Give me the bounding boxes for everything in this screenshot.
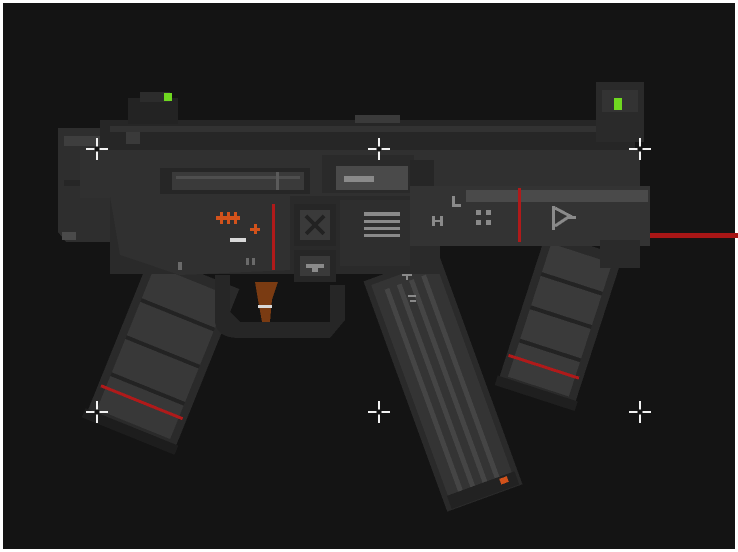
magwell-plate: [340, 200, 410, 266]
rear-sight: [126, 92, 178, 144]
reticle-bottom-center-icon: [368, 401, 390, 423]
reticle-top-right-icon: [629, 138, 651, 160]
front-sight-green-dot: [614, 98, 622, 110]
foregrip-red-stripe: [508, 353, 580, 380]
handguard-red-line: [518, 188, 521, 242]
receiver-red-line: [272, 204, 275, 270]
frame-edge-right-bottom: [735, 505, 738, 543]
rear-sight-green-dot: [164, 93, 172, 101]
handguard-markings: [432, 196, 491, 226]
magazine: [363, 254, 523, 512]
reticle-bottom-left-icon: [86, 401, 108, 423]
laser-beam: [648, 233, 738, 238]
reticle-top-center-icon: [368, 138, 390, 160]
front-sight: [596, 82, 644, 142]
magazine-mark-icon: [402, 270, 416, 302]
trigger: [255, 282, 278, 322]
fire-mode-icon: [216, 212, 260, 234]
frame-edge-right-top: [735, 3, 738, 41]
reticle-top-left-icon: [86, 138, 108, 160]
frame-edge-left-top: [0, 3, 3, 41]
top-rail: [100, 120, 635, 152]
laser-module-icon: [552, 206, 576, 230]
reticle-bottom-right-icon: [629, 401, 651, 423]
foregrip: [494, 231, 623, 411]
charging-handle: [322, 155, 434, 193]
pistol-grip: [81, 253, 240, 455]
selector-panel: [294, 204, 336, 282]
magazine-indicator: [499, 476, 509, 485]
trigger-guard: [215, 275, 345, 338]
grip-red-stripe: [100, 384, 184, 421]
frame-edge-left-bottom: [0, 505, 3, 543]
